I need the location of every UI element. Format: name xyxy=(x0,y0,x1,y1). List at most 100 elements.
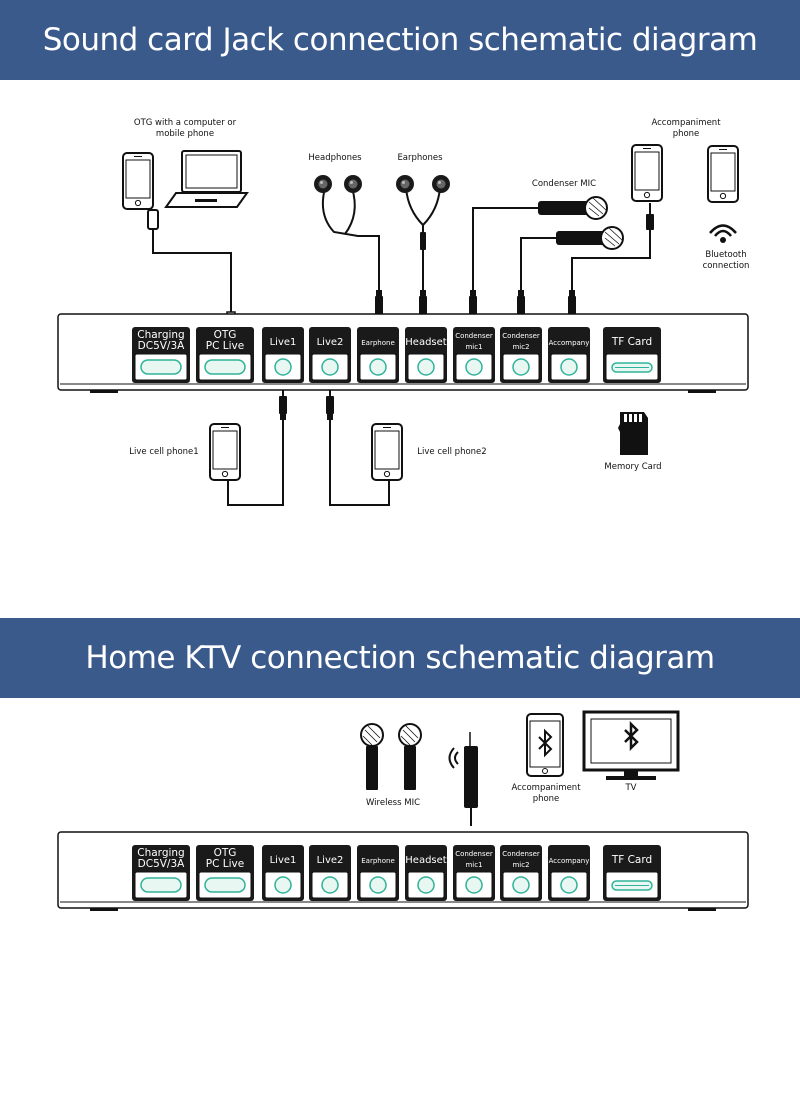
port-label: Live1 xyxy=(270,337,297,348)
jack-socket xyxy=(321,876,339,894)
port-label: TF Card xyxy=(611,854,652,866)
port-label-line1: OTG xyxy=(214,847,237,859)
port-label: TF Card xyxy=(611,336,652,348)
ktv-accompaniment-phone-label: Accompaniment phone xyxy=(511,783,581,804)
jack-socket xyxy=(274,876,292,894)
headphones-icon xyxy=(314,175,384,325)
port-label: Headset xyxy=(405,855,447,866)
accompaniment-phone-icon xyxy=(567,144,663,325)
port-1-10: TF Card xyxy=(603,327,661,383)
port-2-3: Live1 xyxy=(262,845,304,901)
jack-socket xyxy=(512,876,530,894)
port-label-line1: Condenser xyxy=(455,850,493,858)
ktv-phone-bluetooth-icon xyxy=(526,713,564,777)
port-2-8: Condenser mic2 xyxy=(500,845,542,901)
port-label-line2: DC5V/3A xyxy=(138,340,185,352)
port-2-10: TF Card xyxy=(603,845,661,901)
port-label-line2: PC Live xyxy=(206,858,244,870)
jack-socket xyxy=(560,358,578,376)
port-label-line2: mic2 xyxy=(512,343,529,351)
section1-title: Sound card Jack connection schematic dia… xyxy=(42,22,758,58)
section1-title-banner: Sound card Jack connection schematic dia… xyxy=(0,0,800,80)
live-phone2-label: Live cell phone2 xyxy=(417,447,487,457)
sd-card-icon xyxy=(618,412,648,455)
port-label: Headset xyxy=(405,337,447,348)
port-label-line1: Charging xyxy=(137,847,184,859)
port-label-line1: Charging xyxy=(137,329,184,341)
condenser-mic-label: Condenser MIC xyxy=(531,179,597,189)
live-phone1-label: Live cell phone1 xyxy=(129,447,199,457)
port-label-line2: PC Live xyxy=(206,340,244,352)
port-2-4: Live2 xyxy=(309,845,351,901)
port-label-line1: Condenser xyxy=(455,332,493,340)
condenser-mic2-icon xyxy=(516,226,624,325)
live-phone2-icon xyxy=(325,385,403,506)
earphones-icon xyxy=(396,175,450,325)
jack-socket xyxy=(369,358,387,376)
port-1-4: Live2 xyxy=(309,327,351,383)
headphones-label: Headphones xyxy=(308,153,362,163)
earphones-label: Earphones xyxy=(397,153,443,163)
jack-socket xyxy=(321,358,339,376)
jack-socket xyxy=(465,358,483,376)
port-label-line1: Condenser xyxy=(502,332,540,340)
bluetooth-signal-icon xyxy=(709,224,737,243)
port-1-8: Condenser mic2 xyxy=(500,327,542,383)
port-1-6: Headset xyxy=(405,327,447,383)
condenser-mic1-icon xyxy=(468,196,608,325)
port-label: Earphone xyxy=(361,857,395,865)
jack-socket xyxy=(417,358,435,376)
otg-cable xyxy=(139,208,236,325)
port-label-line2: mic2 xyxy=(512,861,529,869)
port-1-9: Accompany xyxy=(548,327,590,383)
port-label: Earphone xyxy=(361,339,395,347)
jack-socket xyxy=(274,358,292,376)
port-2-5: Earphone xyxy=(357,845,399,901)
port-label: Accompany xyxy=(549,339,590,347)
usb-socket xyxy=(204,359,246,375)
port-1-5: Earphone xyxy=(357,327,399,383)
usb-socket xyxy=(140,877,182,893)
section2-title: Home KTV connection schematic diagram xyxy=(85,640,715,676)
port-2-6: Headset xyxy=(405,845,447,901)
tv-label: TV xyxy=(625,783,637,793)
port-label: Live2 xyxy=(317,337,344,348)
bluetooth-phone-icon xyxy=(707,145,739,203)
port-1-7: Condenser mic1 xyxy=(453,327,495,383)
port-label-line1: OTG xyxy=(214,329,237,341)
section2-title-banner: Home KTV connection schematic diagram xyxy=(0,618,800,698)
wireless-mic-label: Wireless MIC xyxy=(365,798,421,808)
usb-socket xyxy=(140,359,182,375)
port-label-line2: mic1 xyxy=(465,861,482,869)
port-label-line2: mic1 xyxy=(465,343,482,351)
port-2-9: Accompany xyxy=(548,845,590,901)
port-label: Live2 xyxy=(317,855,344,866)
jack-socket xyxy=(560,876,578,894)
port-2-7: Condenser mic1 xyxy=(453,845,495,901)
otg-phone-icon xyxy=(122,152,154,210)
tv-icon xyxy=(582,710,680,780)
jack-socket xyxy=(465,876,483,894)
port-label: Accompany xyxy=(549,857,590,865)
jack-socket xyxy=(369,876,387,894)
jack-socket xyxy=(417,876,435,894)
accompaniment-phone-label: Accompaniment phone xyxy=(651,118,721,139)
bluetooth-connection-label: Bluetooth connection xyxy=(702,250,750,271)
live-phone1-icon xyxy=(209,385,288,506)
wireless-receiver-icon xyxy=(448,732,478,826)
usb-socket xyxy=(204,877,246,893)
jack-socket xyxy=(512,358,530,376)
port-label: Live1 xyxy=(270,855,297,866)
wireless-mic-icon xyxy=(360,723,422,790)
memory-card-label: Memory Card xyxy=(604,462,662,472)
port-label-line1: Condenser xyxy=(502,850,540,858)
